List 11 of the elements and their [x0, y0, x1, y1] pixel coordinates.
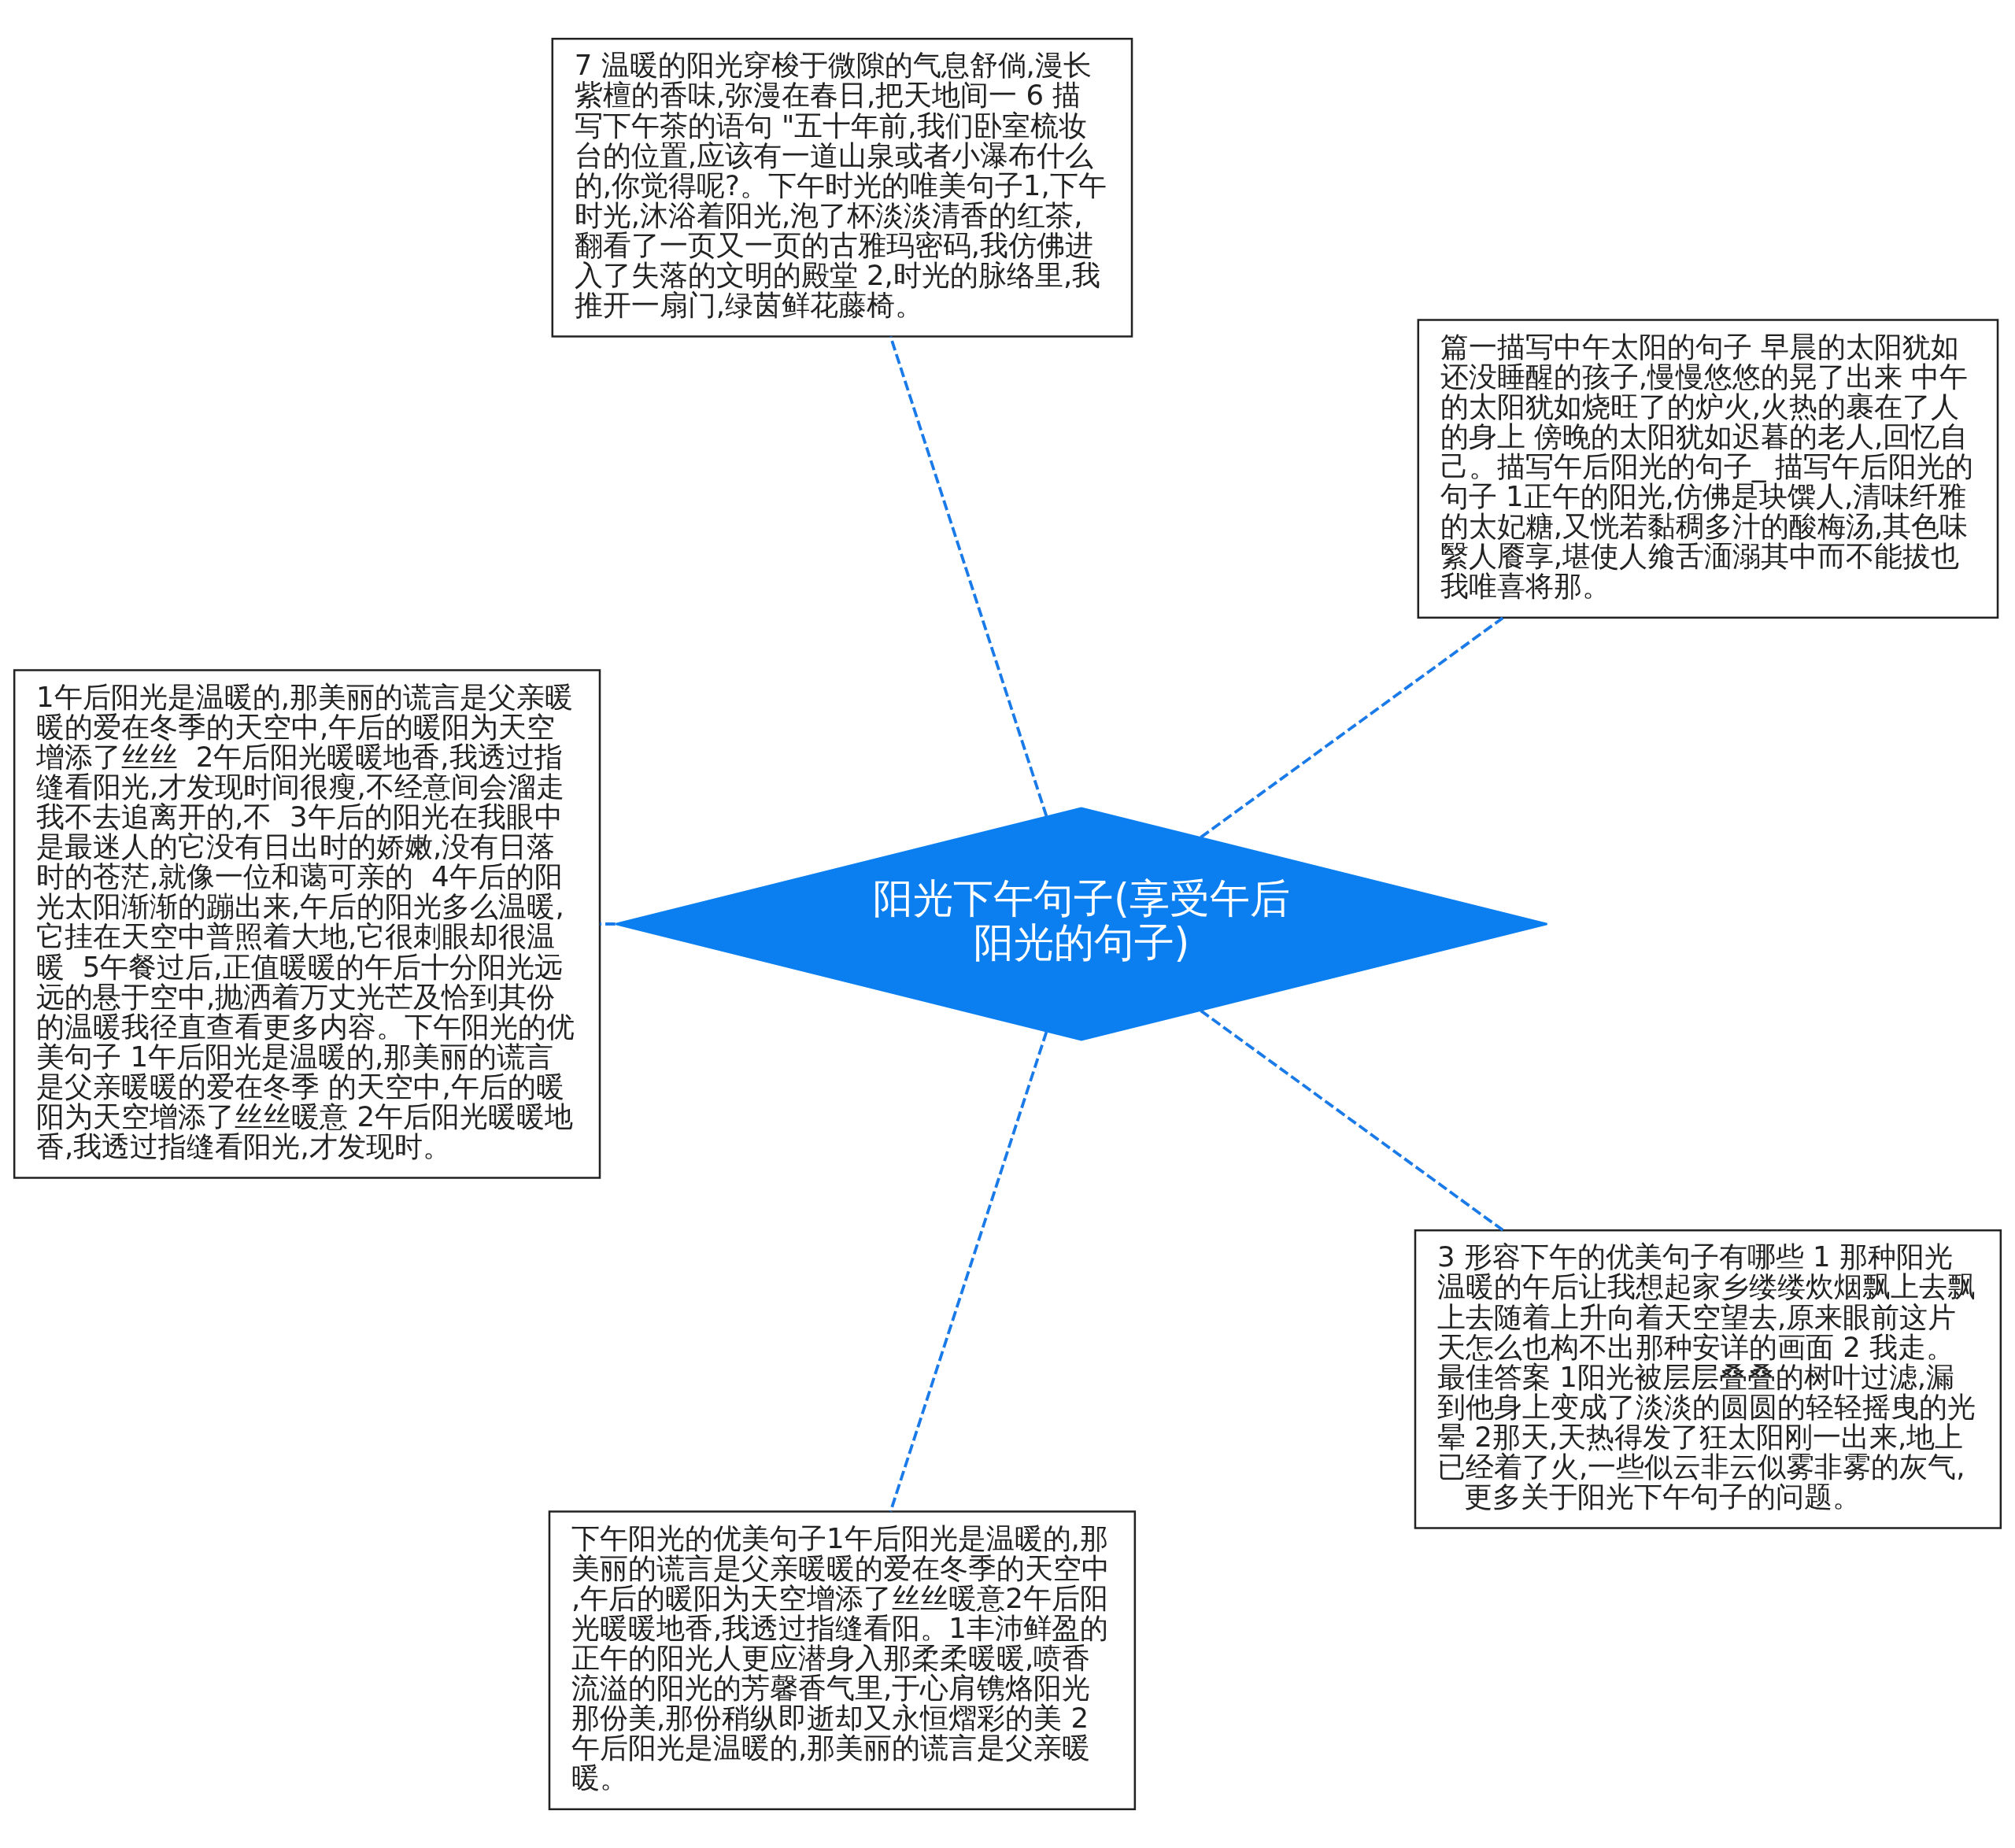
node-diamond: 阳光下午句子(享受午后阳光的句子)	[615, 807, 1548, 1041]
connector	[889, 1031, 1048, 1513]
connector	[1200, 616, 1504, 839]
node-box: 1午后阳光是温暖的,那美丽的谎言是父亲暖暖的爱在冬季的天空中,午后的暖阳为天空增添了丝丝 2午后阳光暖暖地香,我透过指缝看阳光,才发现时间很瘦,不经意间会溜走我不去追离开的,不 3午后的阳光在我眼中是最迷人的它没有日出时的娇嫩,没有日落时的苍茫,就像一位和蔼可亲的 4午后的阳光太阳渐渐的蹦出来,午后的阳光多么温暖,它挂在天空中普照着大地,它很刺眼却很温暖 5午餐过后,正值暖暖的午后十分阳光远远的悬于空中,抛洒着万丈光芒及恰到其份的温暖我径直查看更多内容。下午阳光的优美句子 1午后阳光是温暖的,那美丽的谎言是父亲暖暖的爱在冬季 的天空中,午后的暖阳为天空增添了丝丝暖意 2午后阳光暖暖地香,我透过指缝看阳光,才发现时。	[13, 669, 601, 1179]
node-box: 7 温暖的阳光穿梭于微隙的气息舒倘,漫长紫檀的香味,弥漫在春日,把天地间一 6 描写下午茶的语句 "五十年前,我们卧室梳妆台的位置,应该有一道山泉或者小瀑布什么的,你觉得呢?。下午时光的唯美句子1,下午时光,沐浴着阳光,泡了杯淡淡清香的红茶,翻看了一页又一页的古雅玛密码,我仿佛进入了失落的文明的殿堂 2,时光的脉络里,我推开一扇门,绿茵鲜花藤椅。	[551, 37, 1133, 338]
connector	[1200, 1009, 1504, 1232]
node-box: 3 形容下午的优美句子有哪些 1 那种阳光温暖的午后让我想起家乡缕缕炊烟飘上去飘上去随着上升向着天空望去,原来眼前这片天怎么也构不出那种安详的画面 2 我走。最佳答案 1阳光被层层叠叠的树叶过滤,漏到他身上变成了淡淡的圆圆的轻轻摇曳的光晕 2那天,天热得发了狂太阳刚一出来,地上已经着了火,一些似云非云似雾非雾的灰气, 更多关于阳光下午句子的问题。	[1414, 1229, 2002, 1529]
connector	[889, 335, 1048, 817]
node-box: 下午阳光的优美句子1午后阳光是温暖的,那美丽的谎言是父亲暖暖的爱在冬季的天空中,午后的暖阳为天空增添了丝丝暖意2午后阳光暖暖地香,我透过指缝看阳。1丰沛鲜盈的正午的阳光人更应潜身入那柔柔暖暖,喷香流溢的阳光的芳馨香气里,于心肩镌烙阳光那份美,那份稍纵即逝却又永恒熠彩的美 2午后阳光是温暖的,那美丽的谎言是父亲暖暖。	[548, 1510, 1137, 1811]
node-box: 篇一描写中午太阳的句子 早晨的太阳犹如还没睡醒的孩子,慢慢悠悠的晃了出来 中午的太阳犹如烧旺了的炉火,火热的裹在了人的身上 傍晚的太阳犹如迟暮的老人,回忆自己。描写午后阳光的句子_ 描写午后阳光的句子 1正午的阳光,仿佛是块馔人,清味纤雅的太妃糖,又恍若黏稠多汁的酸梅汤,其色味繄人餍享,堪使人飨舌湎溺其中而不能拔也我唯喜将那。	[1417, 319, 1999, 619]
connector	[600, 922, 616, 926]
